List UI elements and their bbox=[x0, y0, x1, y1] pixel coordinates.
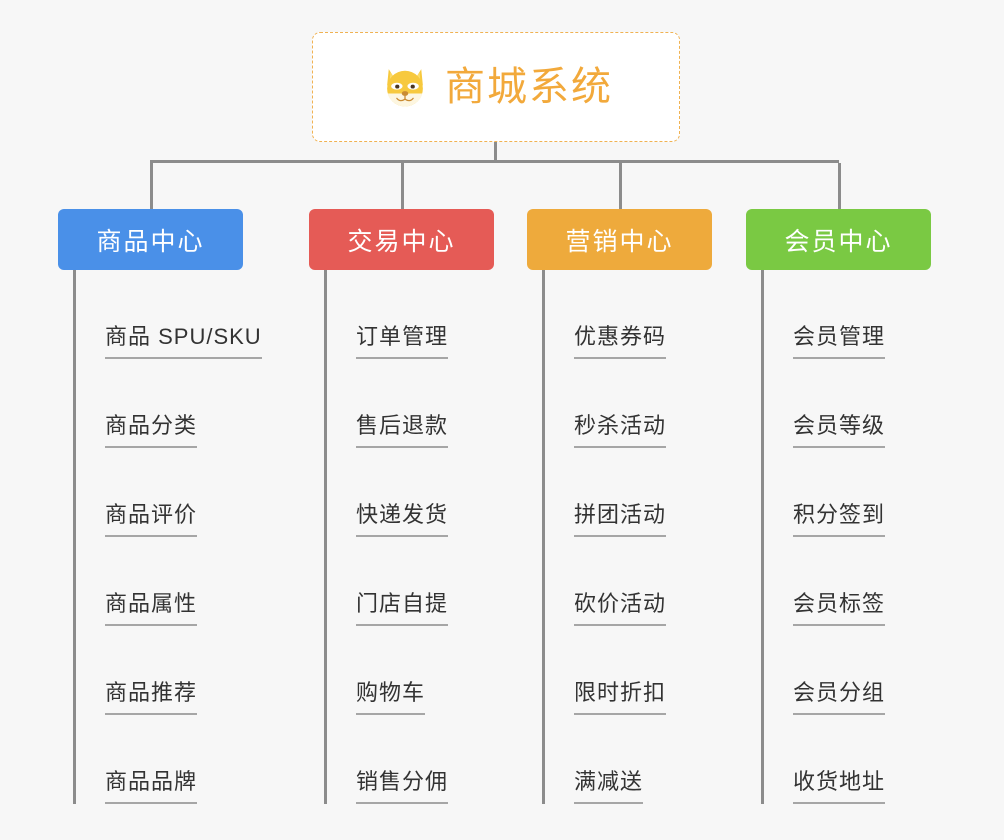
leaf-list: 优惠券码秒杀活动拼团活动砍价活动限时折扣满减送 bbox=[527, 270, 712, 804]
category-box-4[interactable]: 会员中心 bbox=[746, 209, 931, 270]
connector-drop-4 bbox=[838, 163, 841, 209]
category-label: 交易中心 bbox=[347, 227, 456, 256]
leaf-item[interactable]: 门店自提 bbox=[309, 537, 494, 626]
leaf-item-label: 售后退款 bbox=[356, 415, 449, 448]
leaf-item[interactable]: 满减送 bbox=[527, 715, 712, 804]
connector-drop-3 bbox=[619, 163, 622, 209]
leaf-item-label: 订单管理 bbox=[356, 326, 449, 359]
root-title: 商城系统 bbox=[445, 65, 613, 109]
connector-drop-2 bbox=[401, 163, 404, 209]
category-label: 商品中心 bbox=[96, 227, 205, 256]
branch-column-2: 交易中心订单管理售后退款快递发货门店自提购物车销售分佣 bbox=[309, 209, 494, 804]
leaf-item-label: 会员管理 bbox=[793, 326, 886, 359]
leaf-item[interactable]: 商品品牌 bbox=[58, 715, 243, 804]
leaf-item[interactable]: 商品 SPU/SKU bbox=[58, 270, 262, 359]
leaf-item-label: 优惠券码 bbox=[574, 326, 667, 359]
leaf-item[interactable]: 优惠券码 bbox=[527, 270, 712, 359]
leaf-item[interactable]: 秒杀活动 bbox=[527, 359, 712, 448]
category-box-2[interactable]: 交易中心 bbox=[309, 209, 494, 270]
leaf-item[interactable]: 商品分类 bbox=[58, 359, 243, 448]
category-label: 营销中心 bbox=[565, 227, 674, 256]
connector-horizontal-bar bbox=[150, 160, 839, 163]
leaf-item[interactable]: 商品推荐 bbox=[58, 626, 243, 715]
category-box-1[interactable]: 商品中心 bbox=[58, 209, 243, 270]
leaf-item[interactable]: 会员管理 bbox=[746, 270, 931, 359]
leaf-item-label: 收货地址 bbox=[793, 771, 886, 804]
leaf-item[interactable]: 商品属性 bbox=[58, 537, 243, 626]
leaf-item-label: 商品品牌 bbox=[105, 771, 198, 804]
leaf-item-label: 商品分类 bbox=[105, 415, 198, 448]
leaf-item-label: 门店自提 bbox=[356, 593, 449, 626]
branch-column-1: 商品中心商品 SPU/SKU 商品分类商品评价商品属性商品推荐商品品牌 bbox=[58, 209, 262, 804]
leaf-list: 商品 SPU/SKU 商品分类商品评价商品属性商品推荐商品品牌 bbox=[58, 270, 262, 804]
leaf-item[interactable]: 售后退款 bbox=[309, 359, 494, 448]
leaf-item[interactable]: 购物车 bbox=[309, 626, 494, 715]
dog-face-icon bbox=[387, 69, 423, 109]
leaf-item-label: 满减送 bbox=[574, 771, 644, 804]
leaf-item[interactable]: 收货地址 bbox=[746, 715, 931, 804]
leaf-item-label: 商品 SPU/SKU bbox=[105, 326, 262, 359]
leaf-list: 订单管理售后退款快递发货门店自提购物车销售分佣 bbox=[309, 270, 494, 804]
category-label: 会员中心 bbox=[784, 227, 893, 256]
connector-drop-1 bbox=[150, 163, 153, 209]
leaf-item-label: 秒杀活动 bbox=[574, 415, 667, 448]
leaf-item[interactable]: 会员标签 bbox=[746, 537, 931, 626]
leaf-item-label: 商品属性 bbox=[105, 593, 198, 626]
leaf-item[interactable]: 积分签到 bbox=[746, 448, 931, 537]
branch-column-3: 营销中心优惠券码秒杀活动拼团活动砍价活动限时折扣满减送 bbox=[527, 209, 712, 804]
leaf-item-label: 会员等级 bbox=[793, 415, 886, 448]
column-spine bbox=[761, 270, 764, 804]
leaf-item-label: 会员分组 bbox=[793, 682, 886, 715]
leaf-item-label: 销售分佣 bbox=[356, 771, 449, 804]
leaf-item[interactable]: 限时折扣 bbox=[527, 626, 712, 715]
leaf-item[interactable]: 销售分佣 bbox=[309, 715, 494, 804]
leaf-item[interactable]: 快递发货 bbox=[309, 448, 494, 537]
connector-root-stem bbox=[494, 142, 497, 163]
leaf-list: 会员管理会员等级积分签到会员标签会员分组收货地址 bbox=[746, 270, 931, 804]
leaf-item-label: 商品评价 bbox=[105, 504, 198, 537]
leaf-item[interactable]: 订单管理 bbox=[309, 270, 494, 359]
column-spine bbox=[73, 270, 76, 804]
leaf-item-label: 积分签到 bbox=[793, 504, 886, 537]
leaf-item-label: 拼团活动 bbox=[574, 504, 667, 537]
leaf-item[interactable]: 会员分组 bbox=[746, 626, 931, 715]
leaf-item-label: 会员标签 bbox=[793, 593, 886, 626]
category-box-3[interactable]: 营销中心 bbox=[527, 209, 712, 270]
column-spine bbox=[542, 270, 545, 804]
root-node[interactable]: 商城系统 bbox=[312, 32, 680, 142]
leaf-item-label: 限时折扣 bbox=[574, 682, 667, 715]
leaf-item-label: 购物车 bbox=[356, 682, 426, 715]
column-spine bbox=[324, 270, 327, 804]
leaf-item[interactable]: 商品评价 bbox=[58, 448, 243, 537]
leaf-item[interactable]: 拼团活动 bbox=[527, 448, 712, 537]
leaf-item-label: 快递发货 bbox=[356, 504, 449, 537]
leaf-item[interactable]: 砍价活动 bbox=[527, 537, 712, 626]
leaf-item[interactable]: 会员等级 bbox=[746, 359, 931, 448]
branch-column-4: 会员中心会员管理会员等级积分签到会员标签会员分组收货地址 bbox=[746, 209, 931, 804]
leaf-item-label: 砍价活动 bbox=[574, 593, 667, 626]
leaf-item-label: 商品推荐 bbox=[105, 682, 198, 715]
